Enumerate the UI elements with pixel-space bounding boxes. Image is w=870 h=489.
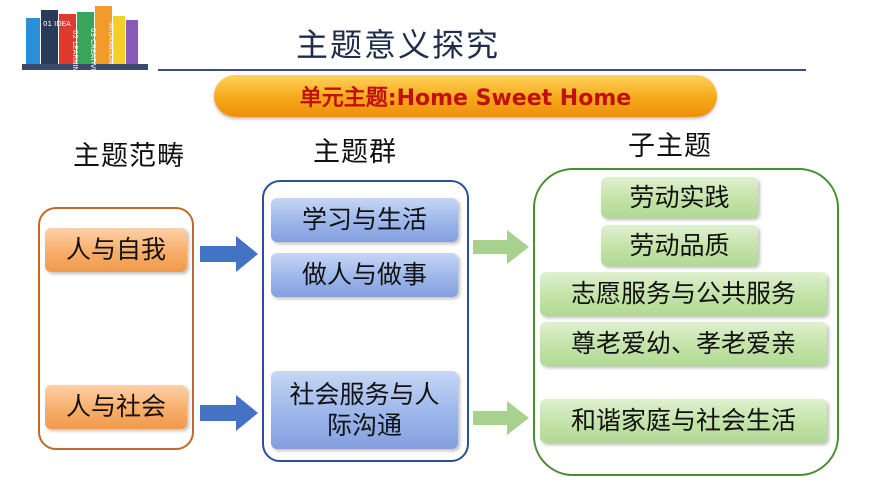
group-box-study-life: 学习与生活 — [271, 198, 458, 242]
group-box-social-service-label: 社会服务与人际沟通 — [289, 379, 440, 440]
arrow-right-icon — [200, 395, 258, 431]
domain-column-header: 主题范畴 — [73, 141, 185, 172]
arrow-right-icon — [473, 401, 529, 435]
book-label-4: INFORMATION — [107, 22, 114, 64]
domain-box-society: 人与社会 — [45, 385, 187, 429]
domain-box-self: 人与自我 — [45, 228, 187, 272]
subtopic-frame — [533, 168, 839, 476]
books-logo-icon: 01 IDEA 02 LEARNING 03 CREATIVE INFORMAT… — [22, 6, 148, 72]
group-box-conduct: 做人与做事 — [271, 253, 458, 297]
subtopic-box-respect-elders: 尊老爱幼、孝老爱亲 — [540, 322, 827, 366]
arrow-right-icon — [200, 236, 258, 272]
subtopic-box-harmonious-family: 和谐家庭与社会生活 — [540, 399, 827, 443]
book-label-3: 03 CREATIVE — [89, 28, 97, 72]
book-label-1: 01 IDEA — [43, 20, 71, 28]
page-title: 主题意义探究 — [296, 26, 501, 64]
subtopic-box-labor-practice: 劳动实践 — [601, 177, 758, 218]
title-divider — [158, 69, 806, 71]
book-label-2: 02 LEARNING — [71, 30, 79, 72]
unit-theme-banner: 单元主题:Home Sweet Home — [214, 75, 717, 117]
subtopic-box-volunteer: 志愿服务与公共服务 — [540, 272, 827, 316]
group-box-social-service: 社会服务与人际沟通 — [271, 371, 458, 449]
domain-frame — [38, 207, 194, 450]
arrow-right-icon — [473, 230, 529, 264]
subtopic-column-header: 子主题 — [628, 131, 712, 162]
group-frame — [262, 180, 469, 462]
group-column-header: 主题群 — [313, 137, 397, 168]
subtopic-box-labor-quality: 劳动品质 — [601, 225, 758, 266]
